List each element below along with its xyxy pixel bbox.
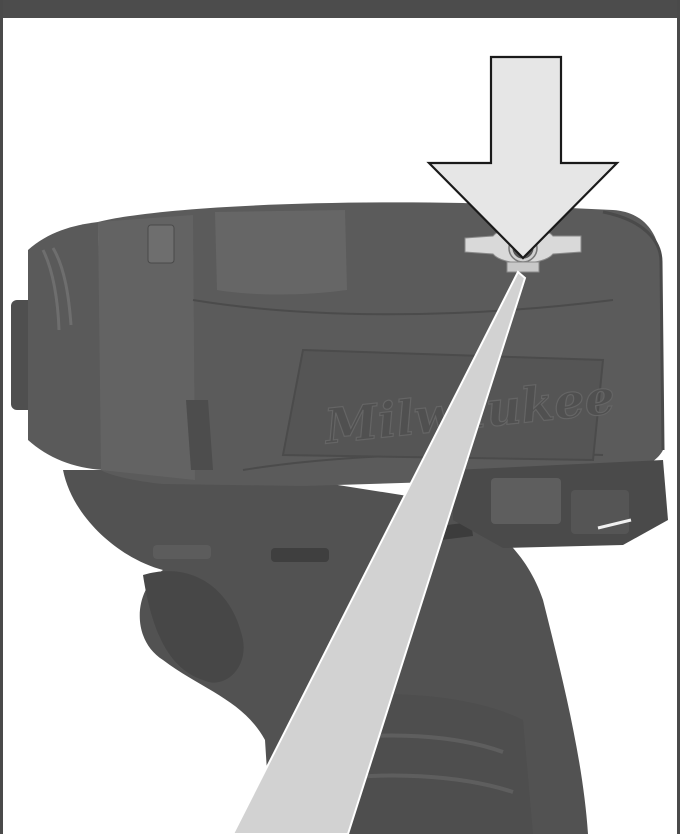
top-bar [3, 0, 677, 18]
callout-beam-icon [231, 270, 527, 834]
impact-driver-illustration: Milwaukee [11, 55, 668, 834]
tool-nose [11, 222, 103, 470]
belt-clip [453, 460, 668, 548]
tool-housing: Milwaukee [98, 202, 665, 487]
down-arrow-icon [426, 55, 620, 260]
